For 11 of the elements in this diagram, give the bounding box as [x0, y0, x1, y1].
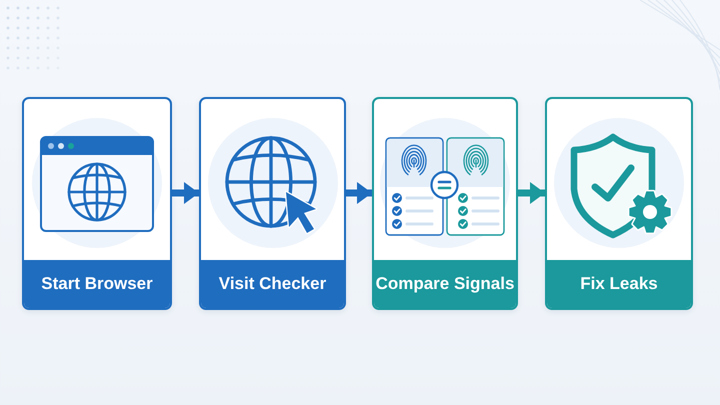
step-label: Visit Checker — [201, 260, 344, 308]
step-label: Start Browser — [24, 260, 170, 308]
step-label: Fix Leaks — [547, 260, 691, 308]
step-card — [199, 97, 346, 310]
step-card — [545, 97, 693, 310]
step-card — [372, 97, 518, 310]
step-label: Compare Signals — [374, 260, 516, 308]
step-card — [22, 97, 172, 310]
arrow — [172, 182, 199, 204]
arrow — [518, 182, 545, 204]
arrow — [346, 182, 372, 204]
